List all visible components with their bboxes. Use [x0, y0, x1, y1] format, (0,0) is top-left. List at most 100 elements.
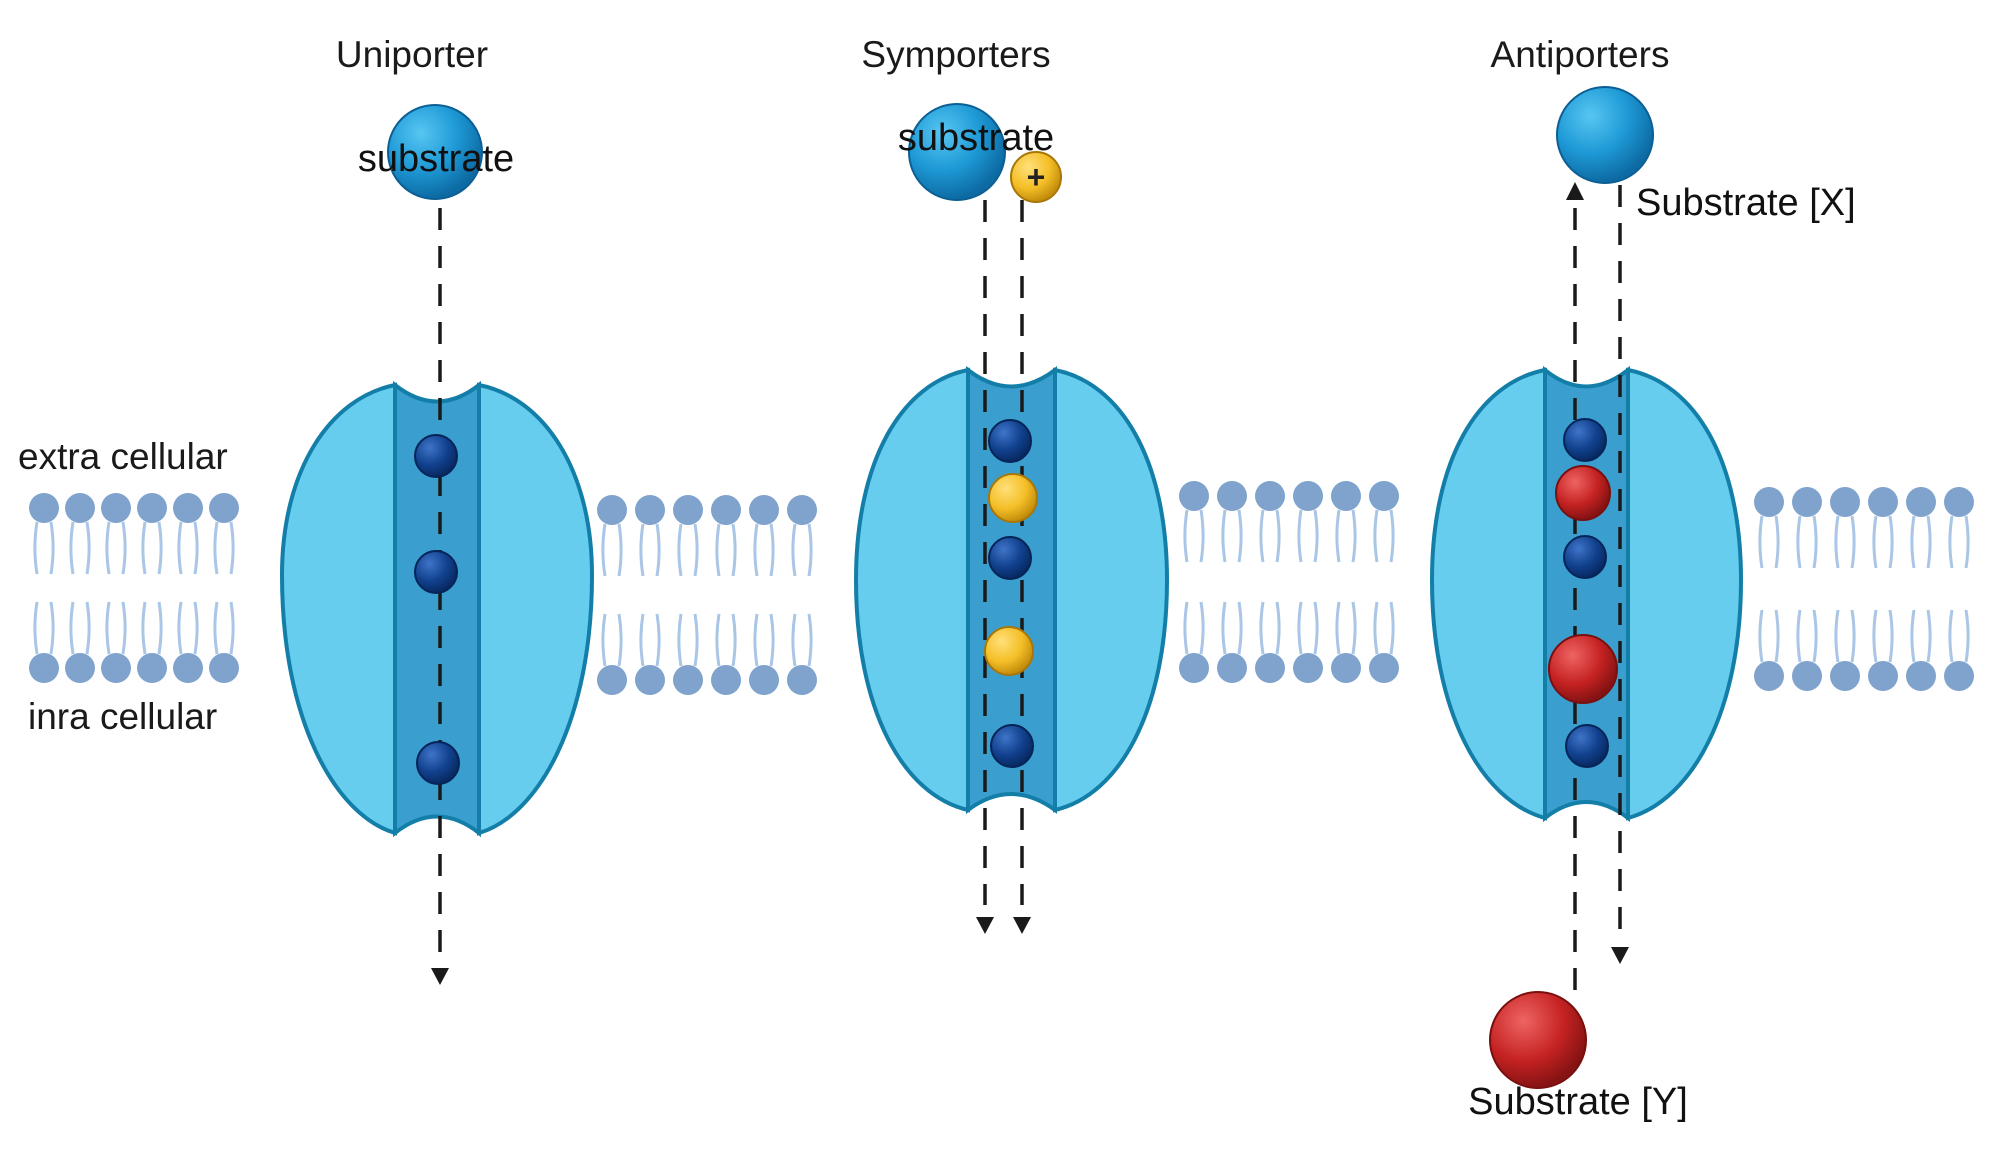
lipid-tail — [1872, 515, 1878, 569]
uniporter-protein-left-half — [279, 382, 397, 836]
lipid-tail — [1237, 509, 1243, 563]
symporter-ion — [984, 626, 1034, 676]
lipid-tail — [69, 521, 75, 575]
antiporter-x-sphere — [1556, 86, 1654, 184]
lipid-head — [1754, 661, 1784, 691]
antiporter-red-particle — [1555, 465, 1611, 521]
lipid-tail — [1850, 609, 1856, 663]
lipid-tail — [807, 523, 813, 577]
lipid-head — [673, 665, 703, 695]
lipid-tail — [121, 601, 127, 655]
lipid-tail — [1275, 509, 1281, 563]
lipid-head — [1217, 481, 1247, 511]
lipid-tail — [177, 601, 183, 655]
symporter-protein — [853, 365, 1170, 814]
lipid-head — [173, 493, 203, 523]
lipid-tail — [1888, 515, 1894, 569]
lipid-tail — [1237, 601, 1243, 655]
lipid-bilayer — [29, 481, 1974, 695]
arrowheads — [431, 182, 1629, 985]
lipid-head — [1217, 653, 1247, 683]
lipid-tail — [731, 523, 737, 577]
lipid-tail — [1313, 509, 1319, 563]
lipid-head — [787, 665, 817, 695]
lipid-tail — [1834, 609, 1840, 663]
uniporter-particle — [414, 434, 458, 478]
lipid-tail — [1926, 515, 1932, 569]
lipid-tail — [617, 613, 623, 667]
lipid-head — [65, 493, 95, 523]
lipid-tail — [213, 601, 219, 655]
lipid-tail — [655, 523, 661, 577]
lipid-tail — [33, 601, 39, 655]
lipid-head — [1255, 481, 1285, 511]
lipid-head — [635, 665, 665, 695]
lipid-tail — [1964, 515, 1970, 569]
lipid-tail — [1948, 515, 1954, 569]
lipid-tail — [1221, 509, 1227, 563]
lipid-tail — [693, 613, 699, 667]
symporter-substrate-arrowhead — [976, 917, 994, 934]
uniporter-particle — [416, 741, 460, 785]
lipid-tail — [1948, 609, 1954, 663]
lipid-tail — [753, 613, 759, 667]
lipid-head — [65, 653, 95, 683]
lipid-tail — [1259, 509, 1265, 563]
lipid-tail — [639, 613, 645, 667]
lipid-tail — [105, 521, 111, 575]
lipid-head — [787, 495, 817, 525]
antiporter-particle — [1563, 535, 1607, 579]
intracellular-label: inra cellular — [28, 696, 217, 737]
lipid-tail — [141, 601, 147, 655]
lipid-tail — [49, 521, 55, 575]
channel-particles — [414, 418, 1618, 785]
antiporter-x-label: Substrate [X] — [1636, 182, 1856, 224]
lipid-head — [209, 653, 239, 683]
symporters-title: Symporters — [861, 34, 1050, 75]
lipid-tail — [1758, 609, 1764, 663]
uniporter-arrowhead — [431, 968, 449, 985]
lipid-tail — [49, 601, 55, 655]
lipid-tail — [1812, 609, 1818, 663]
lipid-head — [673, 495, 703, 525]
extracellular-label: extra cellular — [18, 436, 228, 477]
transporter-proteins — [279, 365, 1744, 838]
labels: Uniporter Symporters Antiporters extra c… — [18, 34, 1856, 1123]
uniporter-substrate-label: substrate — [358, 138, 514, 180]
lipid-head — [137, 653, 167, 683]
lipid-tail — [753, 523, 759, 577]
antiporter-red-particle — [1548, 634, 1618, 704]
lipid-tail — [1812, 515, 1818, 569]
lipid-tail — [677, 613, 683, 667]
lipid-tail — [85, 601, 91, 655]
lipid-head — [1944, 487, 1974, 517]
symporter-particle — [990, 724, 1034, 768]
symporter-particle — [988, 419, 1032, 463]
lipid-tail — [1297, 601, 1303, 655]
lipid-head — [1331, 481, 1361, 511]
symporter-protein-right-half — [1053, 367, 1170, 813]
lipid-head — [1906, 487, 1936, 517]
lipid-tail — [1313, 601, 1319, 655]
lipid-head — [1331, 653, 1361, 683]
lipid-tail — [601, 523, 607, 577]
lipid-tail — [1275, 601, 1281, 655]
lipid-head — [1369, 653, 1399, 683]
lipid-tail — [617, 523, 623, 577]
lipid-tail — [213, 521, 219, 575]
lipid-tail — [1910, 515, 1916, 569]
symporter-ion-sphere — [1010, 151, 1062, 203]
lipid-tail — [731, 613, 737, 667]
lipid-tail — [1351, 509, 1357, 563]
lipid-head — [1179, 481, 1209, 511]
lipid-head — [749, 495, 779, 525]
lipid-tail — [655, 613, 661, 667]
lipid-tail — [157, 601, 163, 655]
symporter-substrate-sphere — [908, 103, 1006, 201]
lipid-tail — [1850, 515, 1856, 569]
lipid-head — [101, 493, 131, 523]
lipid-head — [1830, 661, 1860, 691]
lipid-tail — [33, 521, 39, 575]
lipid-head — [635, 495, 665, 525]
